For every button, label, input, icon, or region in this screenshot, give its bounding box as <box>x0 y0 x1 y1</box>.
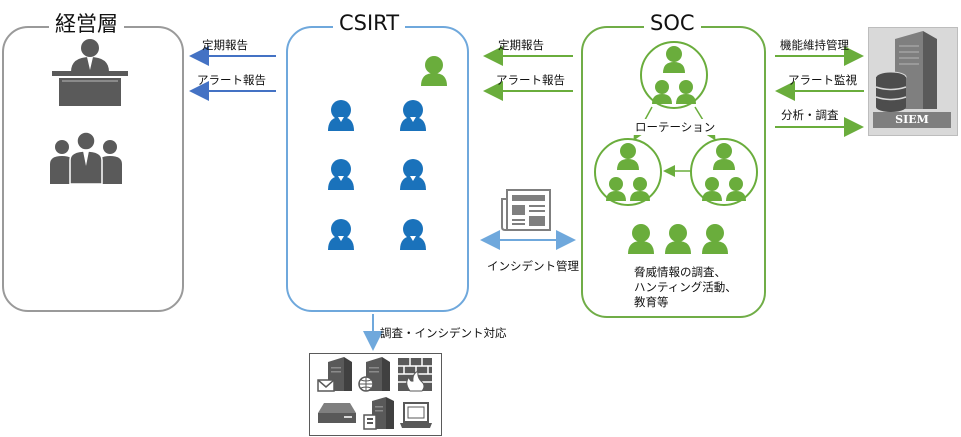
soc-rotation-diagram <box>594 41 758 206</box>
csirt-to-management-arrows <box>189 46 276 101</box>
soc-activities-text: 脅威情報の調査、 ハンティング活動、 教育等 <box>634 265 737 310</box>
laptop-icon <box>400 402 432 428</box>
csirt-green-member-icon <box>421 56 447 86</box>
soc-title: SOC <box>644 11 701 35</box>
soc-siem-arrows <box>775 46 864 137</box>
siem-server-icon <box>875 31 937 112</box>
label-investigation-response: 調査・インシデント対応 <box>380 326 507 340</box>
label-mgmt-periodic-report: 定期報告 <box>202 38 248 52</box>
soc-activity-line: 教育等 <box>634 295 669 309</box>
soc-activity-line: 脅威情報の調査、 <box>634 265 726 279</box>
label-siem-analysis: 分析・調査 <box>781 108 839 122</box>
label-csirt-periodic-report: 定期報告 <box>498 38 544 52</box>
soc-analyst-icon <box>665 224 691 254</box>
csirt-member-icon <box>328 100 354 131</box>
web-server-icon <box>358 357 390 392</box>
server-icon <box>363 397 394 430</box>
management-title: 経営層 <box>49 8 124 38</box>
executive-team-icon <box>50 131 122 185</box>
csirt-member-icon <box>328 159 354 190</box>
csirt-member-icon <box>400 219 426 250</box>
executive-podium-icon <box>52 39 128 106</box>
siem-label: SIEM <box>895 113 929 126</box>
soc-analyst-icon <box>702 224 728 254</box>
soc-analyst-icon <box>628 224 654 254</box>
network-device-icon <box>318 403 356 423</box>
mail-server-icon <box>317 357 352 392</box>
soc-to-csirt-arrows <box>483 46 573 101</box>
csirt-title: CSIRT <box>333 11 406 35</box>
label-mgmt-alert-report: アラート報告 <box>197 73 266 87</box>
soc-activity-line: ハンティング活動、 <box>634 280 737 294</box>
firewall-icon <box>398 358 432 392</box>
label-incident-management: インシデント管理 <box>487 259 579 273</box>
document-icon <box>501 189 551 231</box>
label-siem-maintenance: 機能維持管理 <box>780 38 849 52</box>
csirt-member-icon <box>400 100 426 131</box>
label-siem-alert-monitoring: アラート監視 <box>788 73 857 87</box>
label-csirt-alert-report: アラート報告 <box>496 73 565 87</box>
target-systems-icons <box>317 357 432 430</box>
soc-rotation-label: ローテーション <box>633 119 718 135</box>
csirt-member-icon <box>400 159 426 190</box>
siem-label-bar <box>873 112 951 128</box>
csirt-member-icon <box>328 219 354 250</box>
